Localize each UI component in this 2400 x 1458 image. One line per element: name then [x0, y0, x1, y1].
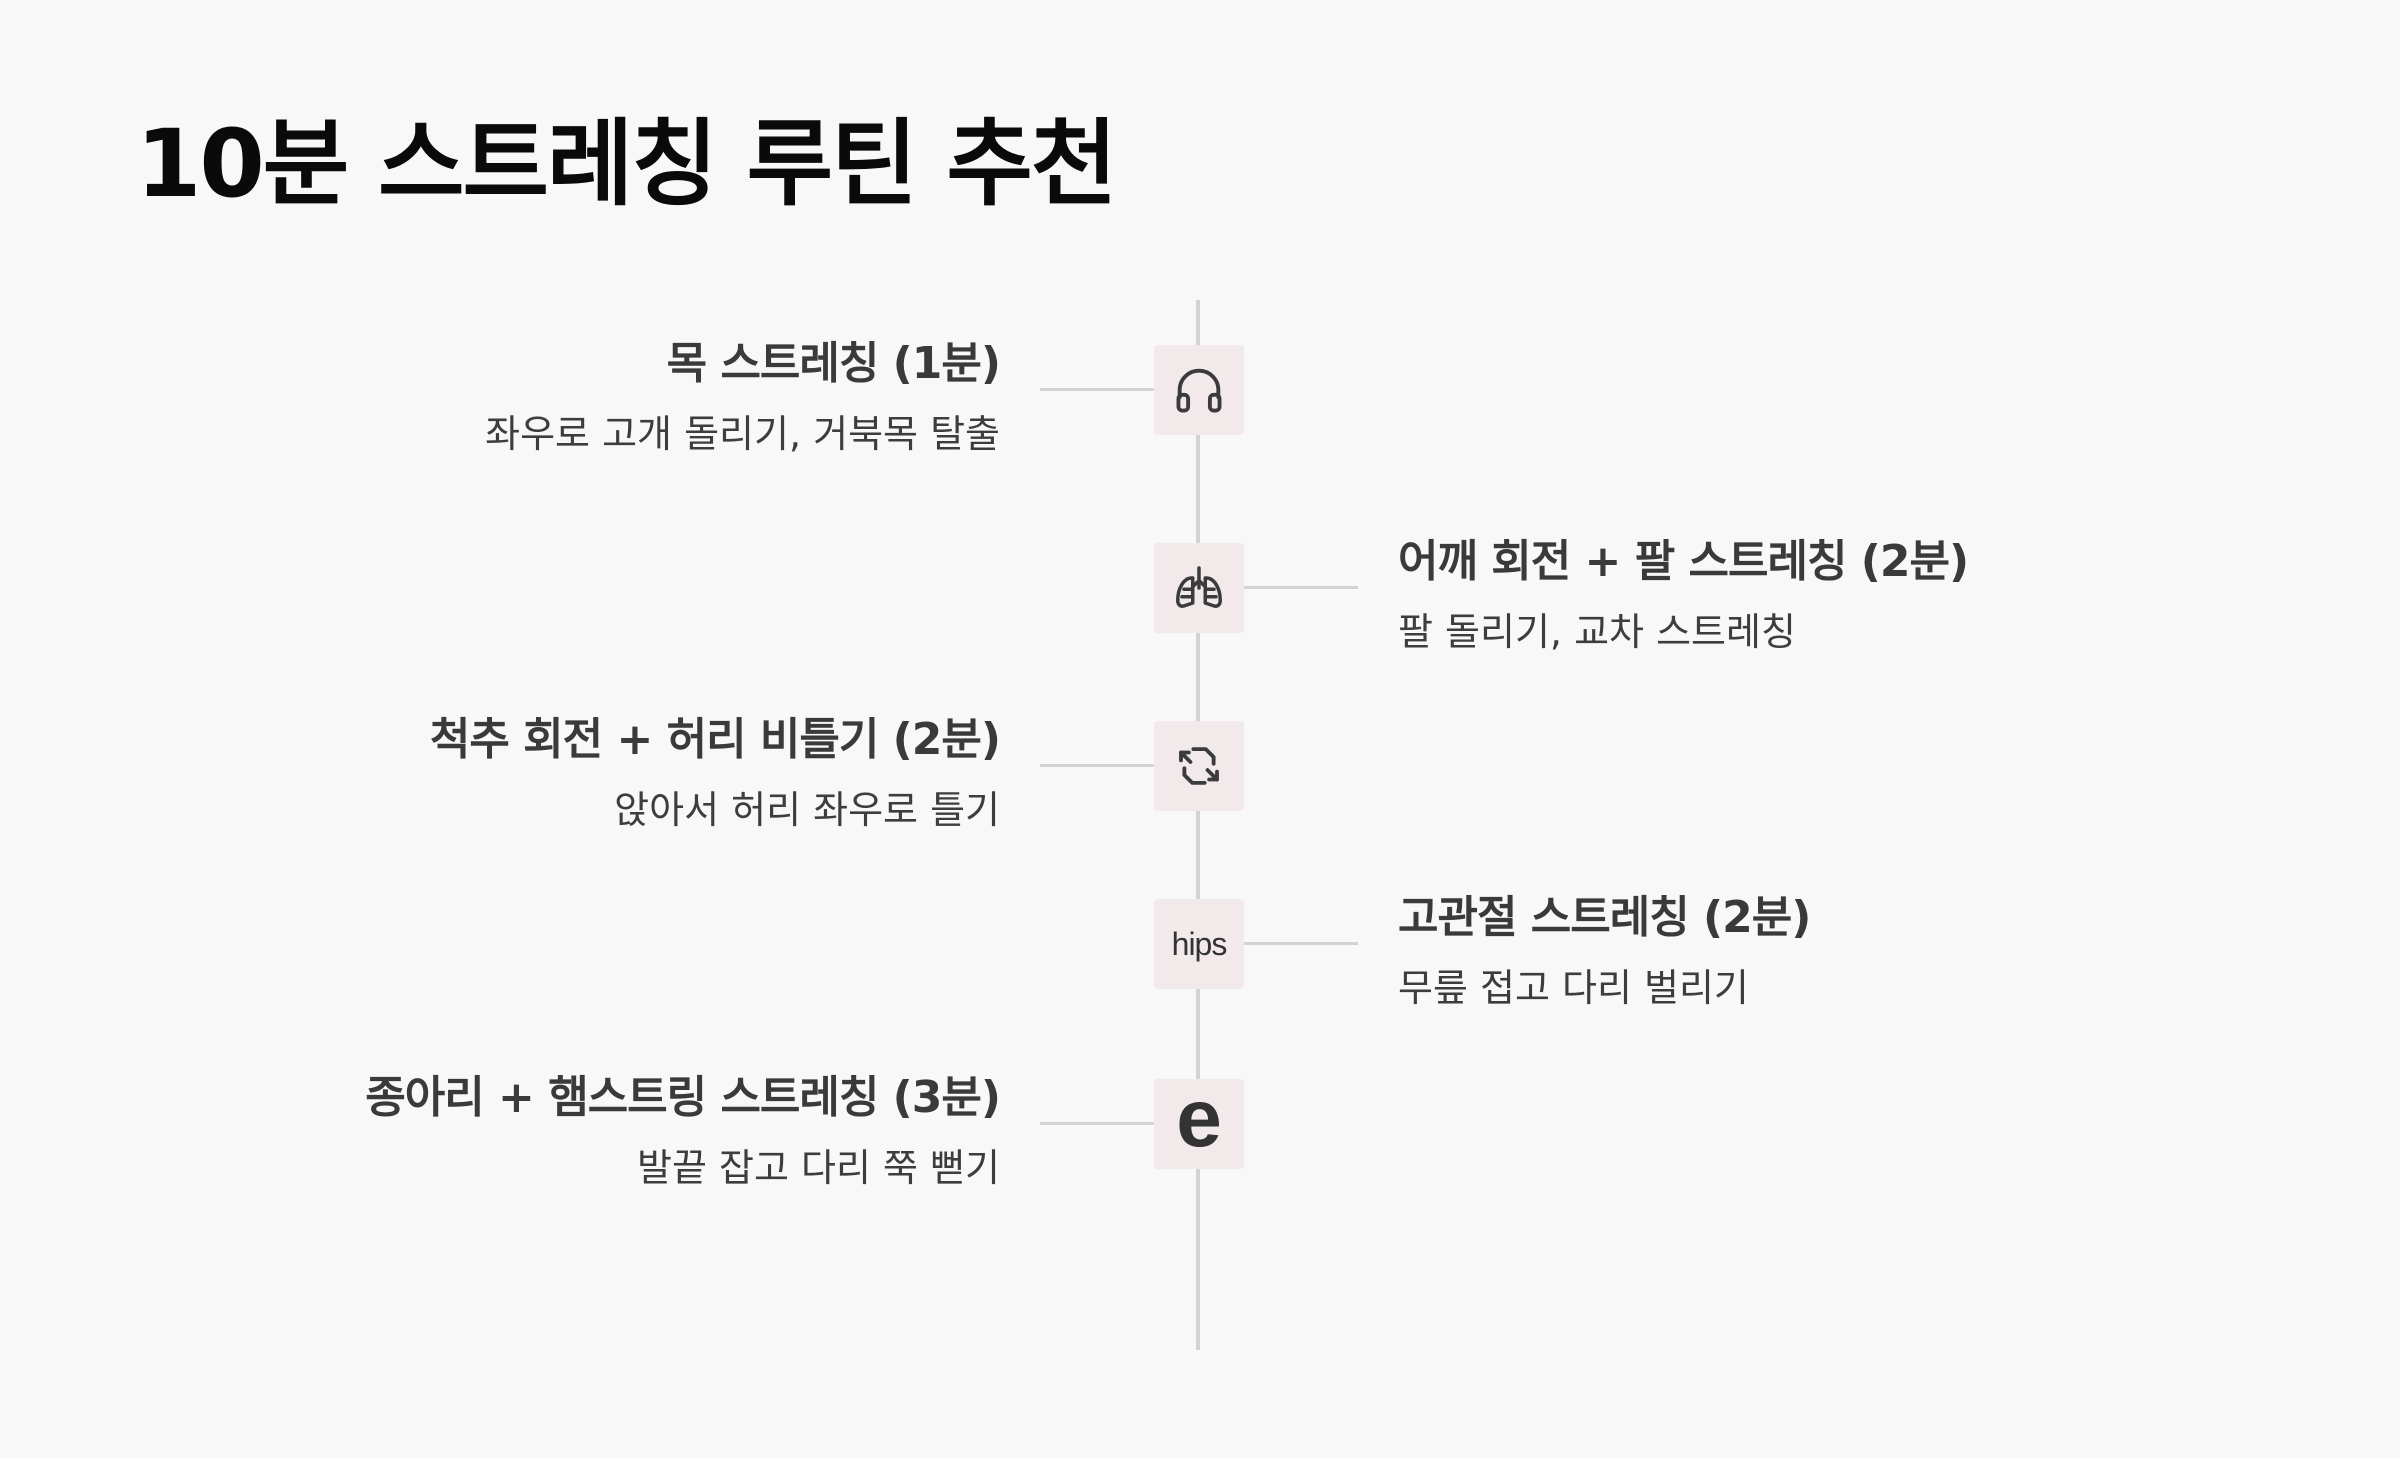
step-description: 좌우로 고개 돌리기, 거북목 탈출 — [485, 412, 1000, 456]
step-icon-box: e — [1154, 1073, 1244, 1169]
step-title: 종아리 + 햄스트링 스트레칭 (3분) — [365, 1072, 1001, 1123]
step-connector — [1040, 1122, 1154, 1125]
step-connector — [1244, 586, 1358, 589]
step-title: 목 스트레칭 (1분) — [666, 338, 1001, 389]
step-description: 앉아서 허리 좌우로 틀기 — [614, 788, 1000, 832]
headphones-icon — [1176, 368, 1222, 413]
lungs-icon — [1176, 566, 1222, 608]
rotate-arrows-icon — [1179, 747, 1219, 785]
step-icon-box — [1154, 721, 1244, 811]
step-connector — [1040, 388, 1154, 391]
step-description: 발끝 잡고 다리 쭉 뻗기 — [637, 1146, 1000, 1190]
timeline-axis — [1196, 300, 1200, 1350]
page-title: 10분 스트레칭 루틴 추천 — [136, 110, 1117, 219]
timeline-step-calf: 종아리 + 햄스트링 스트레칭 (3분) 발끝 잡고 다리 쭉 뻗기 — [100, 1068, 1001, 1194]
timeline-step-hip: 고관절 스트레칭 (2분) 무릎 접고 다리 벌리기 — [1398, 888, 2298, 1014]
edge-logo-icon: e — [1176, 1073, 1222, 1164]
step-title: 고관절 스트레칭 (2분) — [1398, 892, 1811, 943]
step-icon-box: hips — [1154, 899, 1244, 989]
step-title: 어깨 회전 + 팔 스트레칭 (2분) — [1398, 536, 1969, 587]
step-connector — [1040, 764, 1154, 767]
step-connector — [1244, 942, 1358, 945]
step-icon-box — [1154, 345, 1244, 435]
timeline-step-spine: 척추 회전 + 허리 비틀기 (2분) 앉아서 허리 좌우로 틀기 — [100, 710, 1001, 836]
timeline-step-shoulder: 어깨 회전 + 팔 스트레칭 (2분) 팔 돌리기, 교차 스트레칭 — [1398, 532, 2298, 658]
step-description: 무릎 접고 다리 벌리기 — [1398, 966, 1749, 1010]
step-description: 팔 돌리기, 교차 스트레칭 — [1398, 610, 1796, 654]
step-icon-box — [1154, 543, 1244, 633]
step-title: 척추 회전 + 허리 비틀기 (2분) — [429, 714, 1001, 765]
hips-icon: hips — [1171, 925, 1228, 962]
timeline-step-neck: 목 스트레칭 (1분) 좌우로 고개 돌리기, 거북목 탈출 — [100, 334, 1001, 460]
